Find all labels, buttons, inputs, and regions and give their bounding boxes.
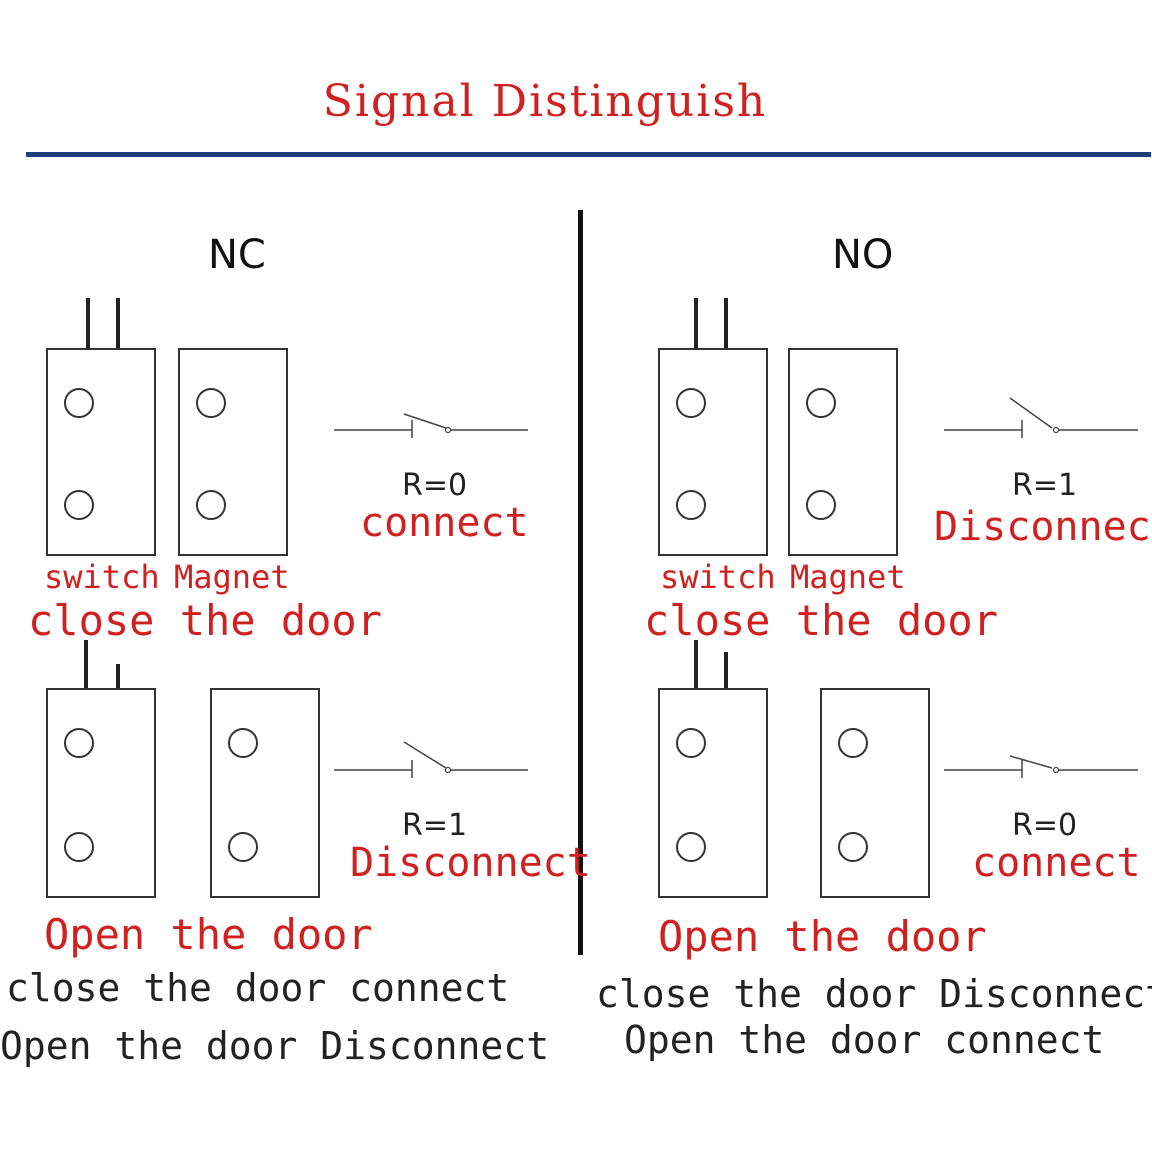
nc-magnet-label: Magnet: [174, 558, 290, 596]
nc-closed-magnet-body: [178, 348, 288, 556]
nc-switch-label: switch: [44, 558, 160, 596]
no-open-r-value: R=0: [1012, 808, 1078, 843]
no-closed-state: Disconnect: [934, 504, 1152, 550]
no-closed-switch-symbol: [944, 397, 1138, 438]
nc-open-wire-1: [84, 640, 88, 690]
nc-open-switch-hole-bottom: [64, 832, 94, 862]
no-switch-label: switch: [660, 558, 776, 596]
no-open-switch-symbol: [944, 755, 1138, 778]
no-closed-switch-hole-top: [676, 388, 706, 418]
nc-closed-wire-2: [116, 298, 120, 350]
nc-open-switch-symbol: [334, 741, 528, 778]
no-closed-wire-2: [724, 298, 728, 350]
nc-open-r-value: R=1: [402, 808, 468, 843]
no-open-state: connect: [972, 840, 1141, 886]
nc-closed-switch-body: [46, 348, 156, 556]
nc-closed-switch-symbol: [334, 413, 528, 438]
no-closed-magnet-hole-top: [806, 388, 836, 418]
no-closed-magnet-hole-bottom: [806, 490, 836, 520]
no-open-wire-2: [724, 652, 728, 690]
nc-closed-state: connect: [360, 500, 529, 546]
no-open-wire-1: [694, 640, 698, 690]
no-closed-r-value: R=1: [1012, 468, 1078, 503]
no-magnet-label: Magnet: [790, 558, 906, 596]
no-summary-closed: close the door Disconnect: [596, 972, 1152, 1016]
nc-open-switch-hole-top: [64, 728, 94, 758]
title-rule: [26, 152, 1151, 157]
nc-open-magnet-body: [210, 688, 320, 898]
nc-heading: NC: [208, 232, 266, 278]
no-open-switch-hole-bottom: [676, 832, 706, 862]
nc-open-state: Disconnect: [350, 840, 591, 886]
diagram-title: Signal Distinguish: [322, 76, 768, 127]
no-closed-caption: close the door: [644, 596, 999, 645]
nc-summary-open: Open the door Disconnect: [0, 1024, 550, 1068]
nc-closed-switch-hole-bottom: [64, 490, 94, 520]
nc-summary-closed: close the door connect: [6, 966, 510, 1010]
nc-open-caption: Open the door: [44, 910, 373, 959]
nc-closed-switch-hole-top: [64, 388, 94, 418]
nc-closed-caption: close the door: [28, 596, 383, 645]
no-open-magnet-hole-top: [838, 728, 868, 758]
center-divider: [578, 210, 583, 955]
no-open-caption: Open the door: [658, 912, 987, 961]
nc-closed-r-value: R=0: [402, 468, 468, 503]
nc-closed-wire-1: [86, 298, 90, 350]
no-summary-open: Open the door connect: [624, 1018, 1105, 1062]
no-closed-switch-body: [658, 348, 768, 556]
nc-open-magnet-hole-bottom: [228, 832, 258, 862]
no-closed-magnet-body: [788, 348, 898, 556]
nc-open-switch-body: [46, 688, 156, 898]
nc-open-magnet-hole-top: [228, 728, 258, 758]
nc-open-wire-2: [116, 664, 120, 690]
nc-closed-magnet-hole-bottom: [196, 490, 226, 520]
nc-closed-magnet-hole-top: [196, 388, 226, 418]
no-open-magnet-hole-bottom: [838, 832, 868, 862]
no-closed-wire-1: [694, 298, 698, 350]
no-open-switch-body: [658, 688, 768, 898]
no-open-switch-hole-top: [676, 728, 706, 758]
no-heading: NO: [832, 232, 894, 278]
no-open-magnet-body: [820, 688, 930, 898]
no-closed-switch-hole-bottom: [676, 490, 706, 520]
